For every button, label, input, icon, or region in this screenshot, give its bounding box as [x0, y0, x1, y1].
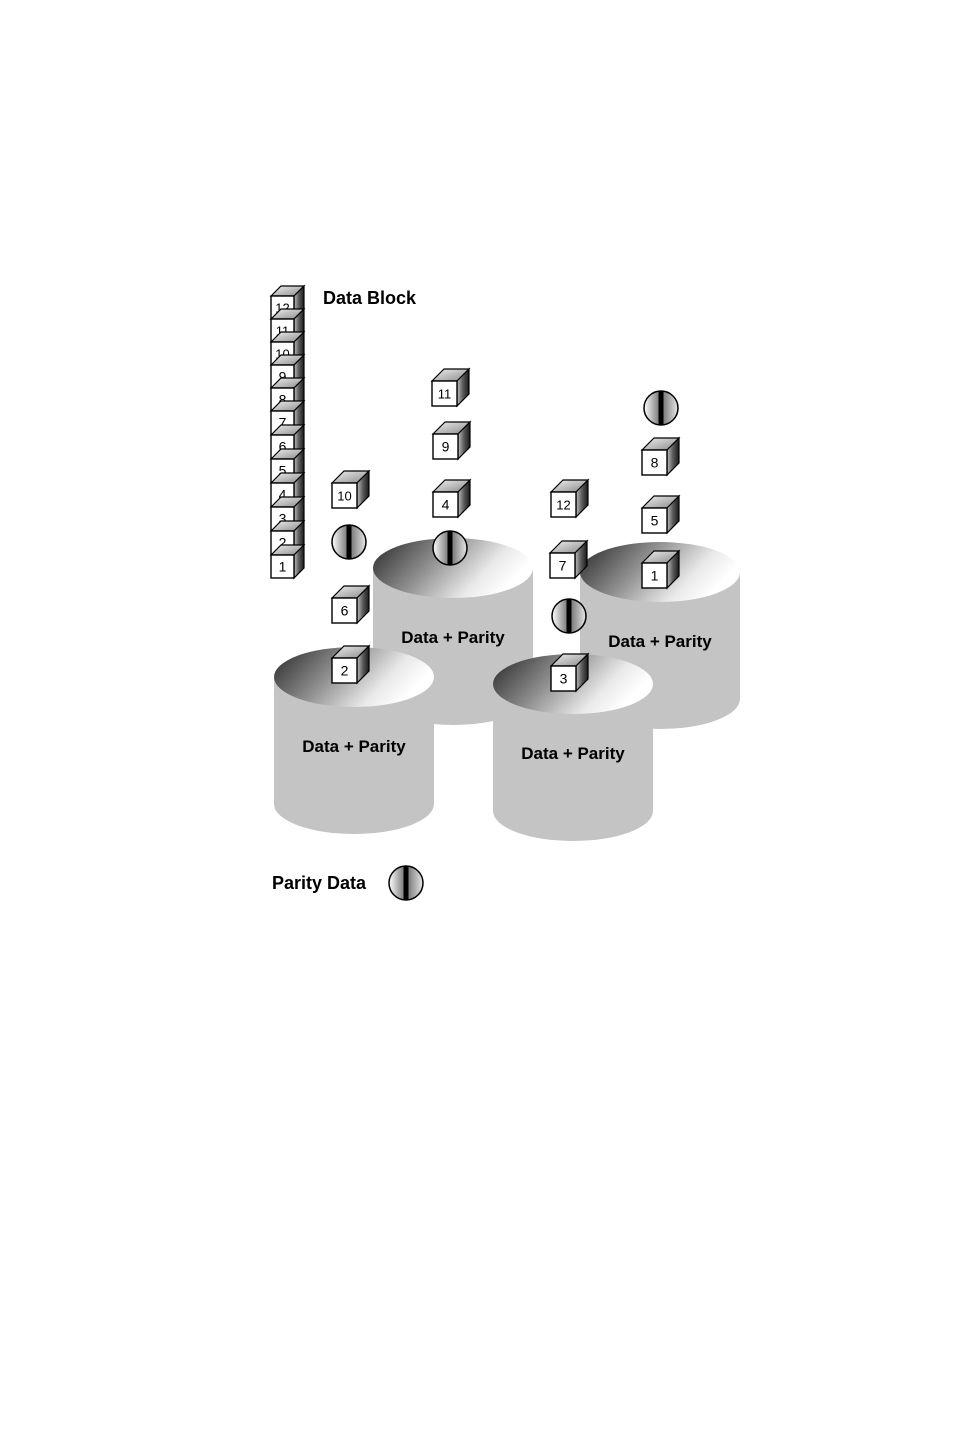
stack-block-4-number: 4	[279, 487, 287, 503]
data-block-1: 1	[640, 549, 681, 590]
stack-block-6-number: 6	[279, 439, 287, 455]
data-block-9: 9	[431, 420, 472, 461]
data-block-8: 8	[640, 436, 681, 477]
disk-1-label: Data + Parity	[302, 737, 406, 756]
data-block-4-number: 4	[442, 497, 450, 513]
data-block-2: 2	[330, 644, 371, 685]
stack-block-2-number: 2	[279, 535, 287, 551]
parity-block-disk-3	[551, 598, 587, 634]
stack-block-8-number: 8	[279, 392, 287, 408]
parity-block-disk-2	[432, 530, 468, 566]
data-block-5: 5	[640, 494, 681, 535]
data-block-3: 3	[549, 652, 590, 693]
parity-data-legend-label: Parity Data	[272, 873, 367, 893]
disk-3-label: Data + Parity	[521, 744, 625, 763]
stack-block-9-number: 9	[279, 369, 287, 385]
data-block-2-number: 2	[341, 663, 349, 679]
stack-block-5-number: 5	[279, 463, 287, 479]
disk-1: Data + Parity	[274, 647, 434, 834]
data-block-1-number: 1	[651, 568, 659, 584]
data-block-11: 11	[430, 367, 471, 408]
data-block-9-number: 9	[442, 439, 450, 455]
data-block-8-number: 8	[651, 455, 659, 471]
data-block-3-number: 3	[560, 671, 568, 687]
parity-block-disk-1	[331, 524, 367, 560]
data-block-legend-label: Data Block	[323, 288, 417, 308]
data-block-11-number: 11	[438, 387, 452, 402]
parity-data-legend-icon	[388, 865, 424, 901]
data-block-10-number: 10	[337, 489, 351, 504]
data-block-4: 4	[431, 478, 472, 519]
disk-4-label: Data + Parity	[608, 632, 712, 651]
stack-block-3-number: 3	[279, 511, 287, 527]
data-block-12-number: 12	[556, 498, 570, 513]
data-block-6: 6	[330, 584, 371, 625]
stack-block-1-number: 1	[279, 559, 287, 575]
data-block-10: 10	[330, 469, 371, 510]
data-block-12: 12	[549, 478, 590, 519]
disk-2-label: Data + Parity	[401, 628, 505, 647]
data-block-6-number: 6	[341, 603, 349, 619]
parity-block-disk-4	[643, 390, 679, 426]
stack-block-7-number: 7	[279, 415, 287, 431]
data-block-5-number: 5	[651, 513, 659, 529]
parity-legend-symbol	[388, 865, 424, 901]
data-block-7-number: 7	[559, 558, 567, 574]
data-block-7: 7	[548, 539, 589, 580]
stack-block-1: 1	[269, 543, 306, 580]
